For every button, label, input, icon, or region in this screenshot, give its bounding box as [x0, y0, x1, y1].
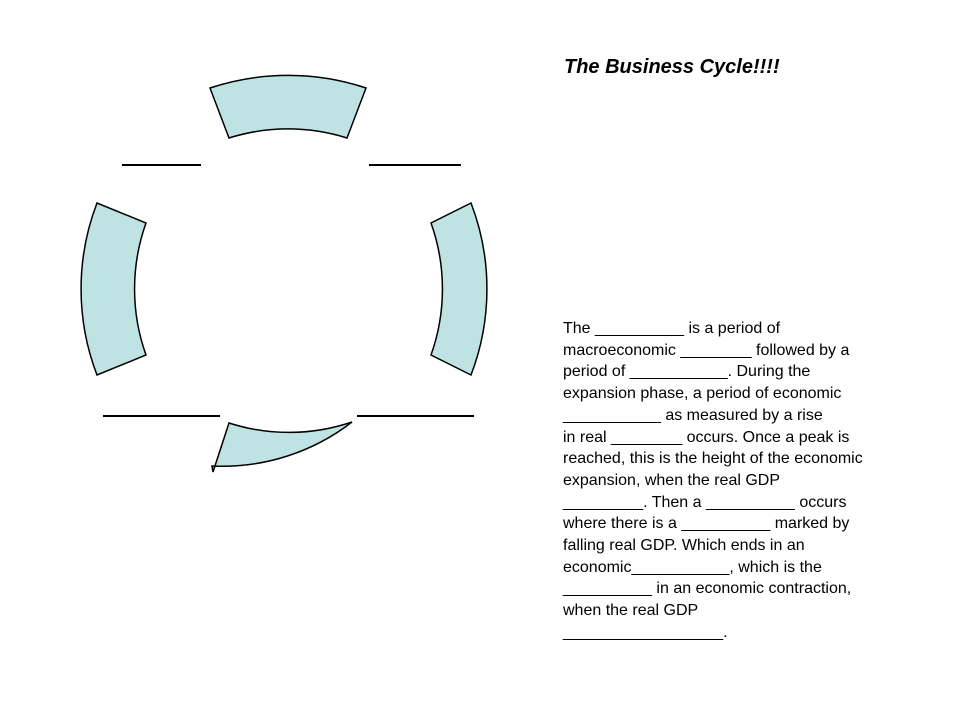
- worksheet-line: expansion phase, a period of economic: [563, 385, 842, 403]
- worksheet-line: _________. Then a __________ occurs: [563, 493, 847, 511]
- worksheet-line: expansion, when the real GDP: [563, 471, 781, 489]
- worksheet-line: in real ________ occurs. Once a peak is: [563, 428, 850, 446]
- worksheet-line: economic___________, which is the: [563, 558, 822, 576]
- worksheet-paragraph: The __________ is a period of macroecono…: [563, 318, 953, 644]
- worksheet-line: where there is a __________ marked by: [563, 515, 850, 533]
- worksheet-line: when the real GDP: [563, 602, 699, 620]
- worksheet-line: reached, this is the height of the econo…: [563, 450, 863, 468]
- worksheet-line: The __________ is a period of: [563, 320, 781, 337]
- worksheet-line: falling real GDP. Which ends in an: [563, 537, 805, 555]
- cycle-segment-bottom: [211, 421, 353, 473]
- worksheet-line: macroeconomic ________ followed by a: [563, 341, 850, 359]
- cycle-segment-top: [209, 74, 367, 139]
- worksheet-line: period of ___________. During the: [563, 363, 811, 381]
- cycle-segment-right: [430, 201, 488, 377]
- slide-title: The Business Cycle!!!!: [564, 56, 780, 78]
- business-cycle-diagram: [80, 74, 488, 473]
- worksheet-line: __________ in an economic contraction,: [563, 580, 852, 598]
- worksheet-line: ___________ as measured by a rise: [563, 406, 823, 424]
- cycle-segment-left: [80, 202, 147, 376]
- worksheet-line: __________________.: [563, 623, 728, 641]
